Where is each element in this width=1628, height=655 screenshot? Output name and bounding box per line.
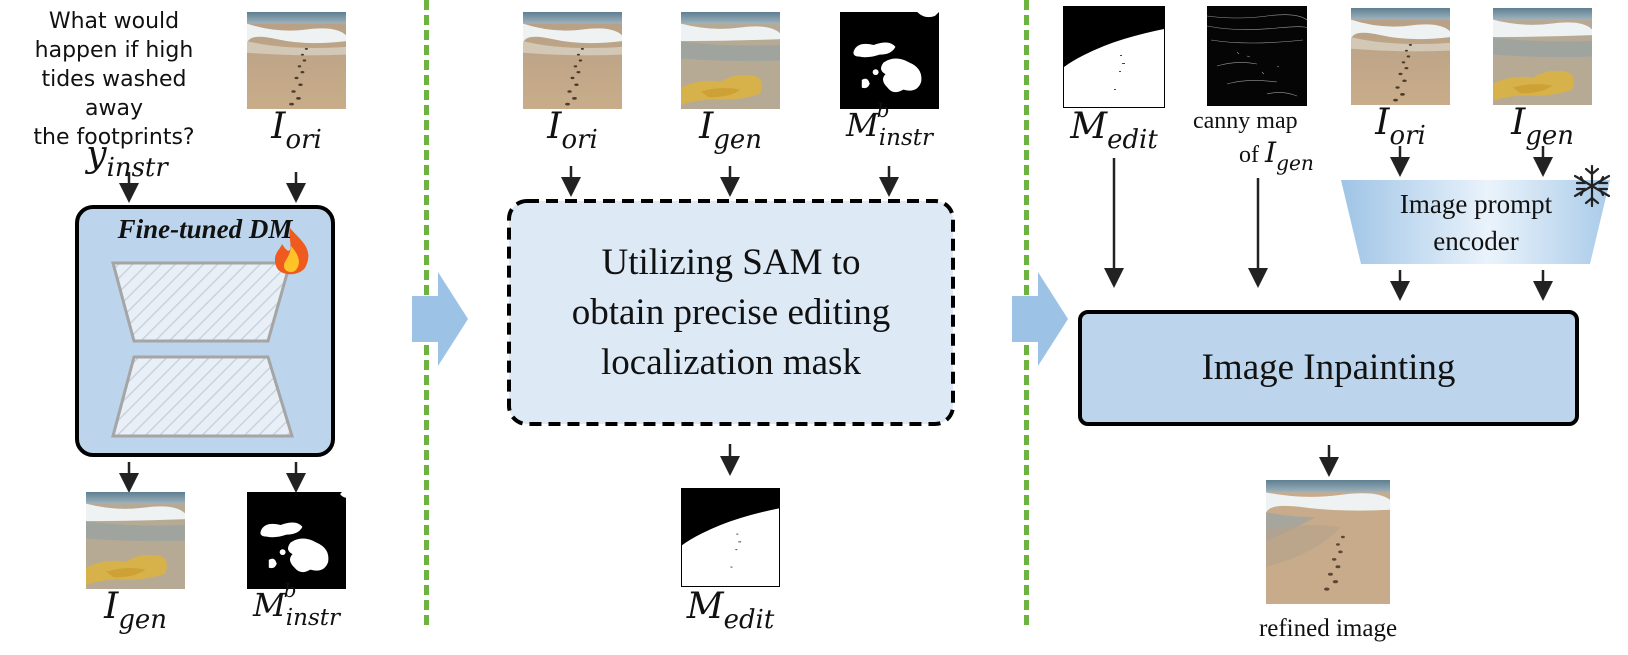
- edit-mask-image: [681, 488, 780, 587]
- image-inpainting-label: Image Inpainting: [1201, 347, 1456, 388]
- sam-box-text: Utilizing SAM to obtain precise editing …: [509, 238, 953, 388]
- canny-caption-line: of Igen: [1185, 136, 1335, 175]
- snowflake-icon: [1573, 164, 1611, 208]
- generated-image-label: Igen: [1493, 102, 1592, 151]
- instruction-mask-label: Mbinstr: [247, 579, 346, 631]
- instruction-line: tides washed away: [41, 67, 187, 121]
- label-subscript: edit: [1107, 124, 1158, 155]
- label-base: I: [1375, 102, 1390, 143]
- generated-beach-image: [1493, 8, 1592, 105]
- instruction-text: What would happen if high tides washed a…: [14, 7, 214, 152]
- model-label: Fine-tuned DM: [117, 214, 293, 244]
- sam-text-line: obtain precise editing: [571, 292, 891, 333]
- instruction-label: yinstr: [62, 134, 192, 183]
- edit-mask-label: Medit: [1063, 106, 1165, 155]
- sam-text-line: Utilizing SAM to: [601, 242, 861, 283]
- label-base: I: [699, 106, 714, 147]
- label-subscript: instr: [878, 124, 934, 151]
- label-base: M: [252, 586, 286, 624]
- label-subscript: instr: [285, 604, 341, 631]
- label-base: M: [845, 106, 879, 144]
- image-prompt-encoder-shape: [1341, 180, 1610, 264]
- label-base: y: [86, 134, 107, 175]
- canny-caption-prefix: of: [1239, 142, 1259, 168]
- label-superscript: b: [876, 99, 890, 123]
- label-base: I: [1265, 136, 1277, 169]
- instruction-mask-image: [247, 492, 346, 589]
- instruction-line: the footprints?: [33, 125, 195, 150]
- instruction-line: happen if high: [34, 38, 194, 63]
- label-base: I: [547, 106, 562, 147]
- label-subscript: ori: [285, 124, 322, 155]
- refined-image-label: refined image: [1258, 615, 1398, 642]
- canny-map-image: [1207, 6, 1307, 106]
- canny-caption-line: canny map: [1193, 108, 1298, 134]
- decoder-block: [111, 355, 295, 438]
- generated-beach-image: [681, 12, 780, 109]
- label-subscript: gen: [118, 604, 167, 635]
- label-subscript: ori: [1389, 120, 1426, 151]
- original-image-label: Iori: [523, 106, 622, 155]
- generated-beach-image: [86, 492, 185, 589]
- label-base: M: [1070, 106, 1108, 147]
- original-image-label: Iori: [1351, 102, 1450, 151]
- refined-beach-image: [1266, 480, 1390, 604]
- edit-mask-image: [1063, 6, 1165, 108]
- fire-icon: [274, 228, 309, 275]
- sam-text-line: localization mask: [601, 342, 861, 383]
- encoder-text-line: Image prompt: [1399, 189, 1553, 219]
- flow-arrow: [1012, 272, 1068, 366]
- canny-map-caption: canny map of Igen: [1185, 106, 1335, 175]
- flow-arrow: [412, 272, 468, 366]
- instruction-line: What would: [48, 9, 180, 34]
- label-subscript: instr: [106, 152, 168, 183]
- instruction-mask-label: Mbinstr: [840, 99, 939, 151]
- encoder-block: [111, 261, 292, 343]
- label-superscript: b: [283, 579, 297, 603]
- stage1-graphics: [75, 172, 335, 493]
- original-image-label: Iori: [247, 106, 346, 155]
- edit-mask-label: Medit: [681, 586, 780, 635]
- label-subscript: gen: [1525, 120, 1574, 151]
- label-subscript: edit: [723, 604, 775, 635]
- label-subscript: ori: [561, 124, 598, 155]
- label-subscript: gen: [1276, 150, 1314, 175]
- original-beach-image: [247, 12, 346, 109]
- stage3-graphics: [1078, 146, 1611, 477]
- label-base: I: [271, 106, 286, 147]
- label-subscript: gen: [713, 124, 762, 155]
- stage2-graphics: [507, 166, 955, 476]
- image-prompt-encoder-label: Image prompt encoder: [1351, 186, 1601, 260]
- sam-box: [507, 199, 955, 426]
- encoder-text-line: encoder: [1433, 226, 1519, 256]
- original-beach-image: [1351, 8, 1450, 105]
- label-base: I: [104, 586, 119, 627]
- original-beach-image: [523, 12, 622, 109]
- image-inpainting-box: [1078, 310, 1579, 426]
- label-base: I: [1511, 102, 1526, 143]
- instruction-mask-image: [840, 12, 939, 109]
- canny-image-label: Igen: [1265, 136, 1314, 175]
- label-base: M: [686, 586, 724, 627]
- generated-image-label: Igen: [681, 106, 780, 155]
- generated-image-label: Igen: [86, 586, 185, 635]
